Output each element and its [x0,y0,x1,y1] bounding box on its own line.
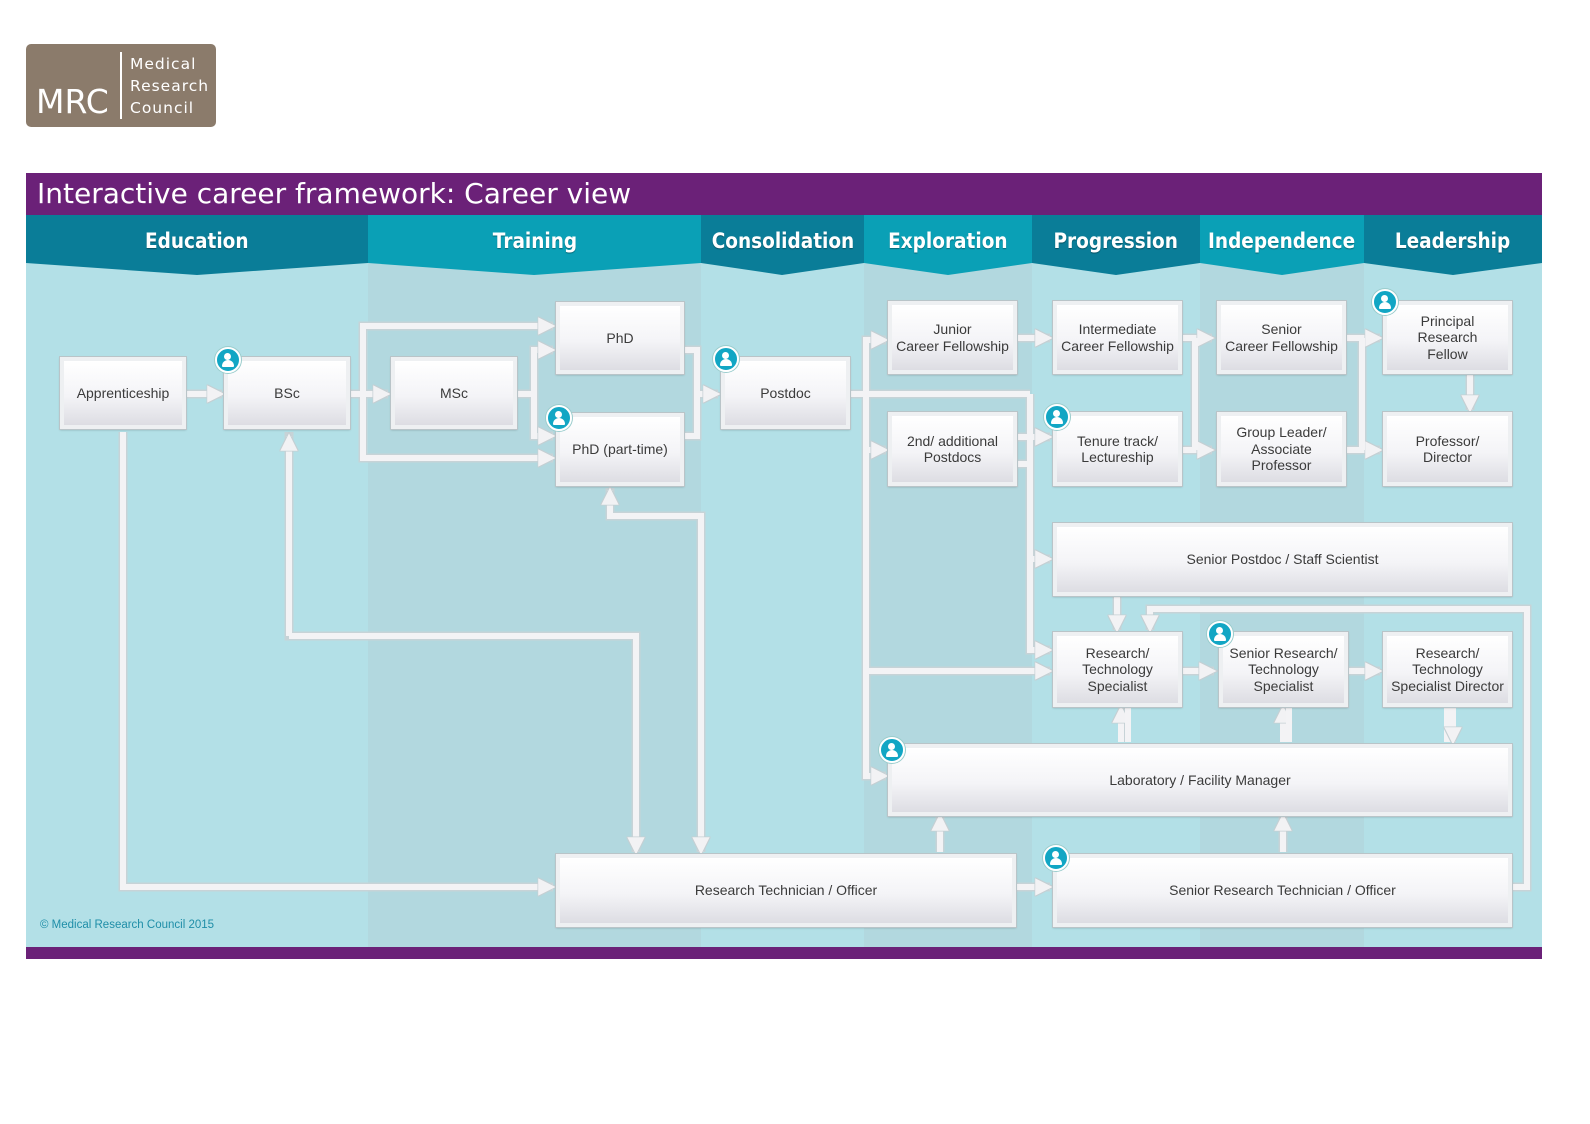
node-research-technology-specialist-director[interactable]: Research/ Technology Specialist Director [1382,631,1513,708]
logo-line-2: Research [130,77,210,95]
person-icon[interactable] [1372,289,1398,315]
stage-label: Education [145,229,249,253]
node-laboratory-facility-manager[interactable]: Laboratory / Facility Manager [887,743,1513,817]
stage-consolidation[interactable]: Consolidation [701,215,864,275]
copyright: © Medical Research Council 2015 [40,919,215,931]
connector-fills [120,326,1530,887]
person-icon[interactable] [215,347,241,373]
stage-progression[interactable]: Progression [1032,215,1200,275]
logo-divider [120,52,122,119]
stage-shape-independence [1200,215,1364,275]
person-icon[interactable] [713,346,739,372]
node-research-technology-specialist[interactable]: Research/ Technology Specialist [1052,631,1183,708]
stage-label: Leadership [1395,229,1511,253]
node-postdoc[interactable]: Postdoc [720,356,851,430]
person-icon[interactable] [1043,845,1069,871]
stage-shape-exploration [864,215,1032,275]
bottom-bar [26,947,1542,959]
node-senior-research-technology-specialist[interactable]: Senior Research/ Technology Specialist [1218,631,1349,708]
stage-independence[interactable]: Independence [1200,215,1364,275]
stage-label: Consolidation [711,229,854,253]
logo-words: Medical Research Council [130,53,209,119]
node-group-leader[interactable]: Group Leader/ Associate Professor [1216,411,1347,487]
stage-header-shapes [26,215,1542,275]
node-phd-part-time[interactable]: PhD (part-time) [555,412,685,487]
node-professor-director[interactable]: Professor/ Director [1382,411,1513,487]
stage-label: Training [492,229,577,253]
stage-shape-education [26,215,368,275]
stage-shape-progression [1032,215,1200,275]
stage-exploration[interactable]: Exploration [864,215,1032,275]
stage-education[interactable]: Education [26,215,368,275]
stage-shape-leadership [1364,215,1542,275]
node-intermediate-career-fellowship[interactable]: Intermediate Career Fellowship [1052,300,1183,375]
node-senior-postdoc[interactable]: Senior Postdoc / Staff Scientist [1052,522,1513,597]
logo-line-3: Council [130,99,195,117]
node-junior-career-fellowship[interactable]: Junior Career Fellowship [887,300,1018,375]
node-additional-postdocs[interactable]: 2nd/ additional Postdocs [887,411,1018,487]
stage-training[interactable]: Training [368,215,701,275]
node-bsc[interactable]: BSc [223,356,351,430]
mrc-logo: MRC Medical Research Council [26,44,216,127]
node-tenure-track[interactable]: Tenure track/ Lectureship [1052,411,1183,487]
node-senior-research-technician[interactable]: Senior Research Technician / Officer [1052,853,1513,928]
person-icon[interactable] [1207,621,1233,647]
node-phd[interactable]: PhD [555,301,685,375]
title-bar: Interactive career framework: Career vie… [26,173,1542,215]
person-icon[interactable] [546,405,572,431]
stage-leadership[interactable]: Leadership [1364,215,1542,275]
stage-label: Independence [1208,229,1356,253]
person-icon[interactable] [879,737,905,763]
stage-shape-training [368,215,701,275]
logo-abbr: MRC [36,82,109,121]
node-senior-career-fellowship[interactable]: Senior Career Fellowship [1216,300,1347,375]
node-msc[interactable]: MSc [390,356,518,430]
stage-label: Progression [1053,229,1179,253]
stage-headers: Education Training Consolidation Explora… [26,215,1542,275]
node-principal-research-fellow[interactable]: Principal Research Fellow [1382,300,1513,375]
node-research-technician[interactable]: Research Technician / Officer [555,853,1017,928]
logo-line-1: Medical [130,55,197,73]
stage-label: Exploration [888,229,1008,253]
stage-shape-consolidation [701,215,864,275]
page-title: Interactive career framework: Career vie… [37,177,632,210]
person-icon[interactable] [1044,404,1070,430]
node-apprenticeship[interactable]: Apprenticeship [59,356,187,430]
